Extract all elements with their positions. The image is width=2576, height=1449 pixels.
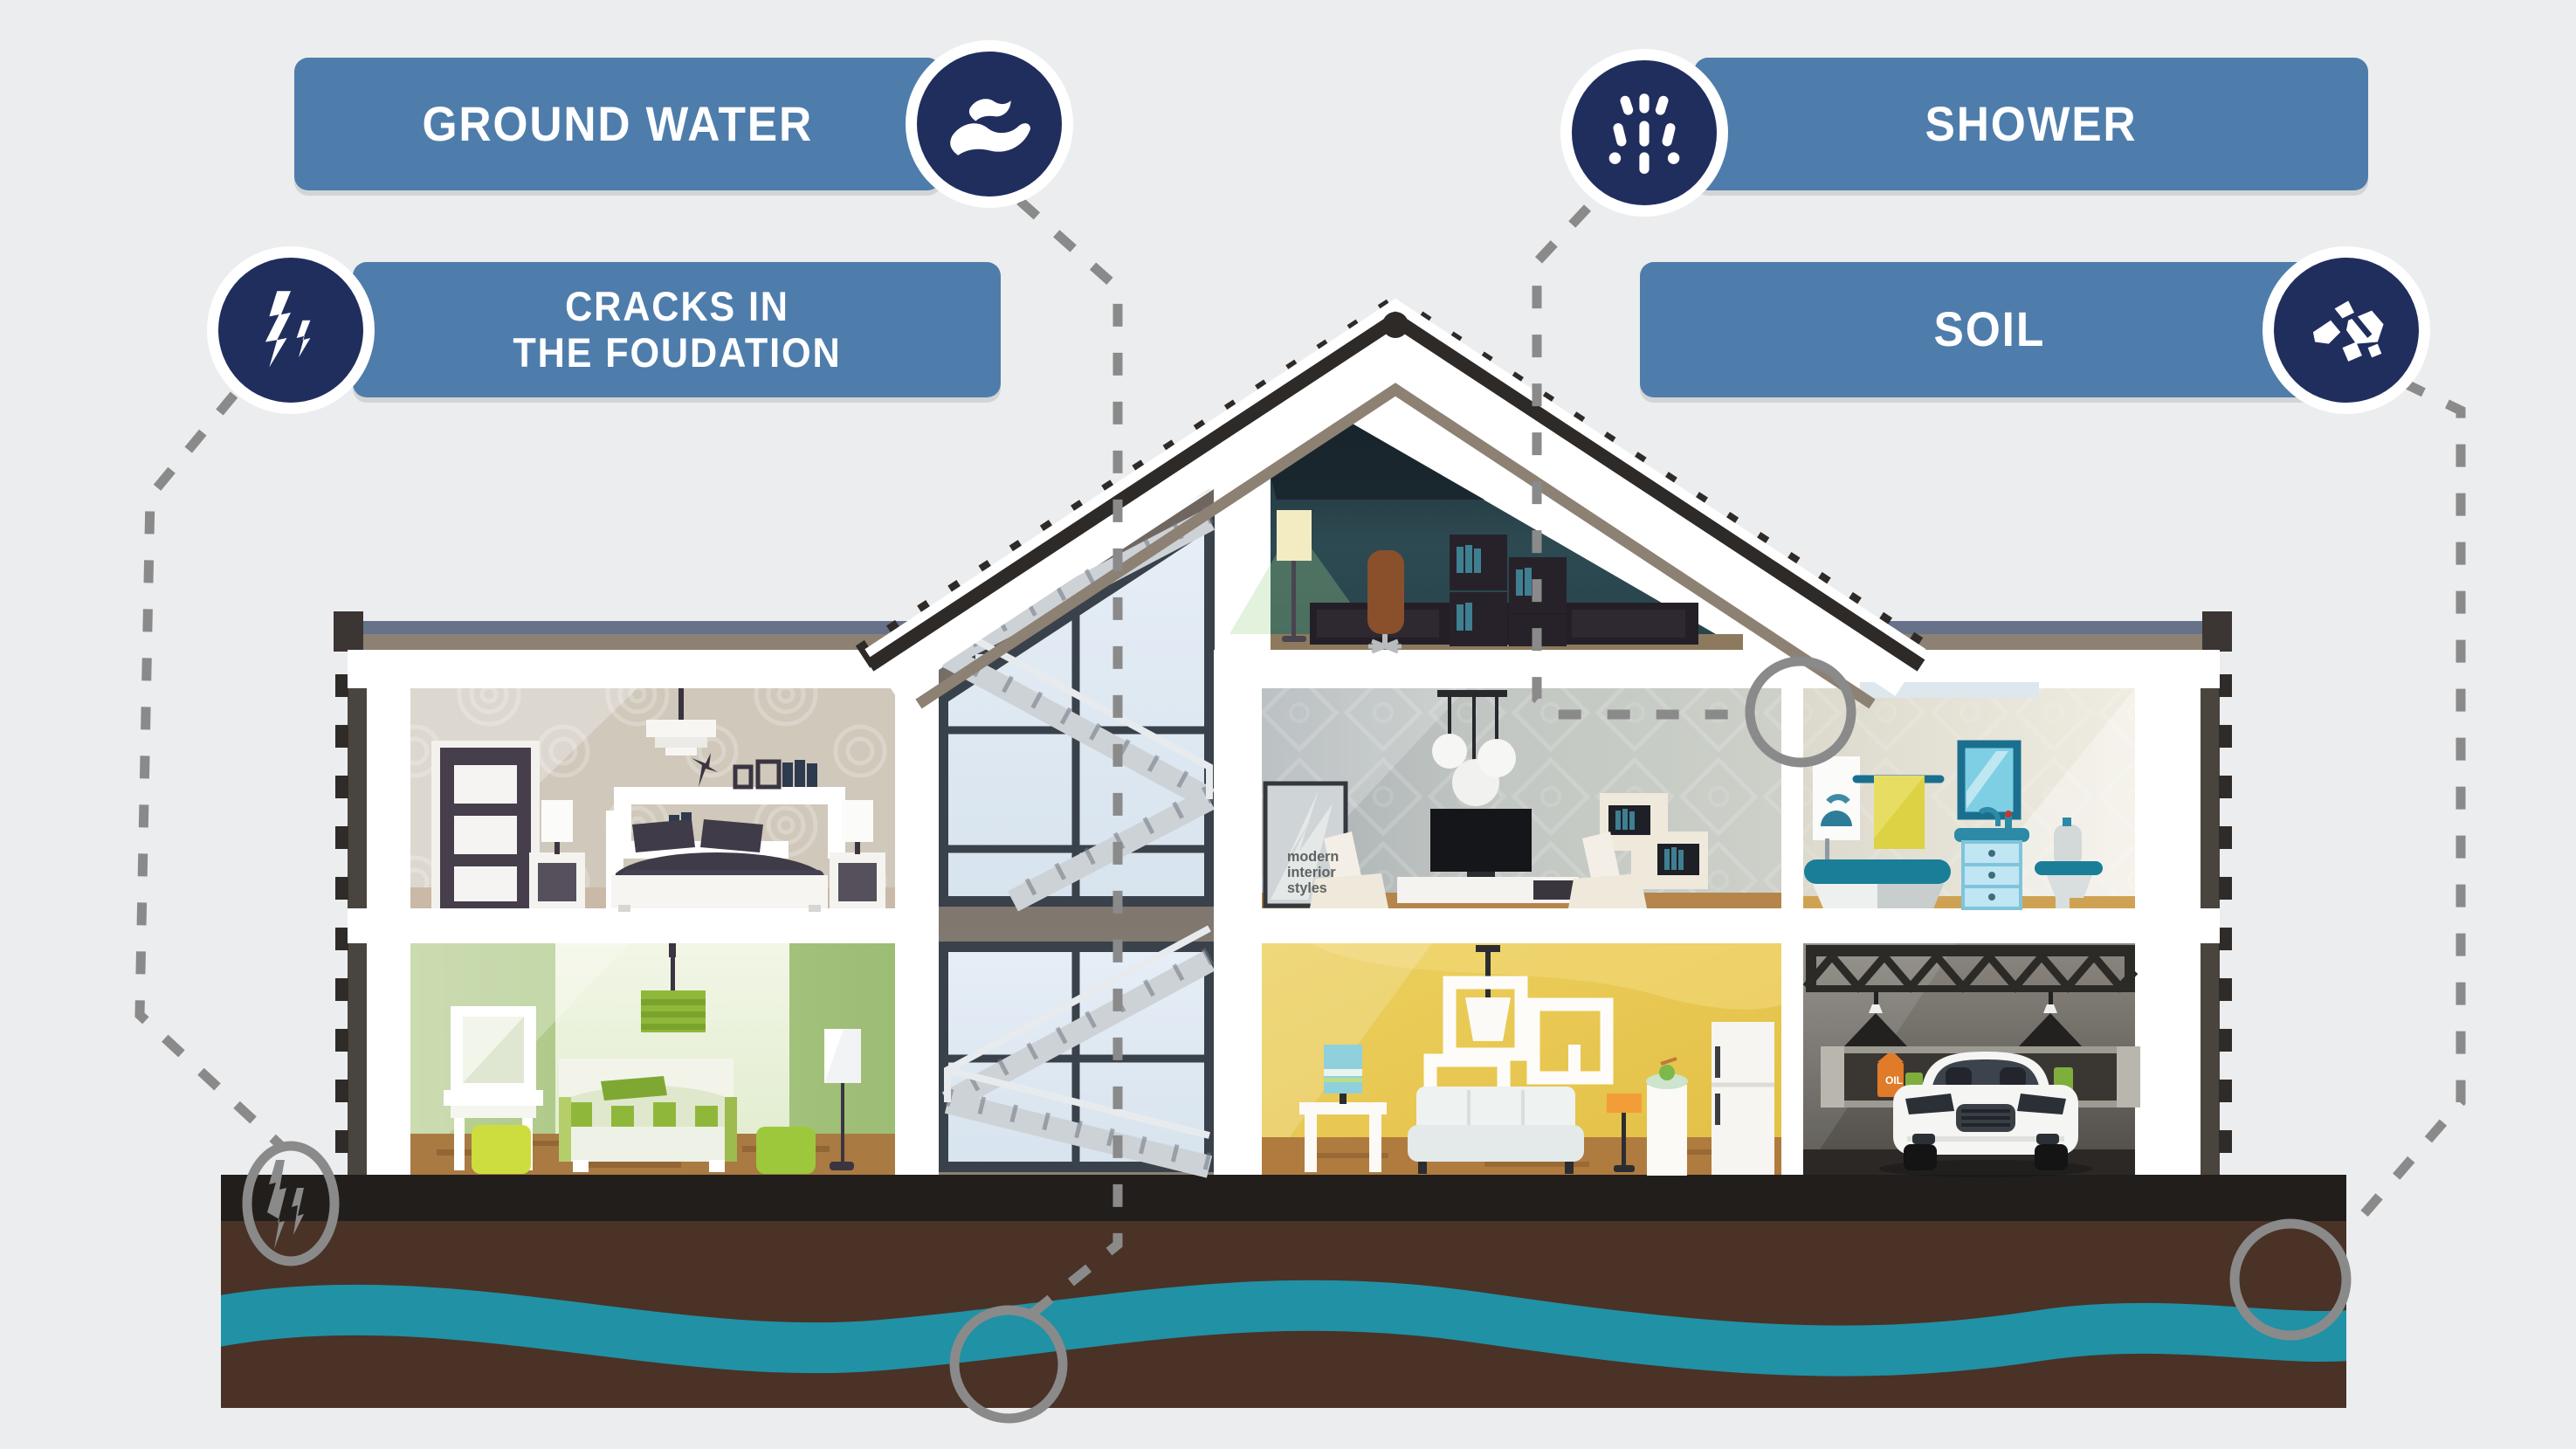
ground-water-stream <box>221 1280 2346 1377</box>
marker-ring-soil <box>2229 1218 2352 1341</box>
green-pendant-lamp <box>641 943 706 1032</box>
armchair-right <box>1568 831 1647 908</box>
attic-office-chair <box>1367 550 1404 654</box>
house <box>334 293 2232 1178</box>
oil-can-label: OIL <box>1885 1074 1903 1087</box>
label-cracks: CRACKS IN THE FOUDATION <box>512 282 842 376</box>
bedroom-nightstand-left <box>529 800 585 908</box>
marker-ring-ground-water <box>949 1305 1068 1424</box>
label-bar-soil: SOIL <box>1640 262 2338 397</box>
bathroom <box>1803 682 2135 910</box>
foundation-dark-band <box>221 1175 2346 1225</box>
soil-rocks-icon <box>2312 300 2384 362</box>
yellow-pendant-lamp <box>1465 945 1511 1041</box>
car <box>1879 1052 2092 1177</box>
roof-ridge-cap <box>1382 312 1409 338</box>
bathroom-sink-vanity <box>1954 806 2029 910</box>
label-bar-ground-water: GROUND WATER <box>294 58 941 190</box>
icon-badge-cracks <box>207 246 375 414</box>
gable-roof <box>855 293 1936 709</box>
roof-underside <box>915 383 1876 709</box>
armchair-left <box>1310 831 1388 908</box>
tv-unit <box>1397 809 1579 903</box>
label-ground-water: GROUND WATER <box>422 95 814 151</box>
stairwell <box>938 484 1216 1178</box>
ground-cross-section <box>221 1175 2346 1408</box>
bedroom <box>410 688 895 912</box>
garage <box>1802 943 2140 1177</box>
wall-column <box>1214 650 1262 1175</box>
garage-roof-truss <box>1802 945 2139 993</box>
bathroom-mirror <box>1957 740 2022 820</box>
mid-floor-slab <box>348 908 2220 943</box>
attic-floor-lamp <box>1277 510 1312 642</box>
icon-badge-shower <box>1560 49 1728 217</box>
attic-bookshelf <box>1450 535 1567 646</box>
staircase <box>941 484 1216 1178</box>
green-pouf-left <box>472 1125 531 1174</box>
crack-icon <box>265 291 311 368</box>
marker-ring-shower <box>1745 656 1856 768</box>
green-pouf-right <box>756 1127 816 1174</box>
bedroom-ceiling-lamp <box>646 688 716 756</box>
toilet <box>2035 818 2103 908</box>
wall-column <box>1781 688 1803 1175</box>
icon-badge-soil <box>2263 246 2430 414</box>
label-shower: SHOWER <box>1925 95 2138 151</box>
label-soil: SOIL <box>1933 301 2045 357</box>
bedroom-nightstand-right <box>830 800 885 908</box>
garage-lamps <box>1844 992 2082 1046</box>
poster-text: modern interior styles <box>1287 848 1340 897</box>
green-room-floor-lamp <box>824 1029 861 1170</box>
water-waves-icon <box>950 99 1031 155</box>
bathtub <box>1804 859 1951 908</box>
icon-badge-ground-water <box>906 40 1073 208</box>
yellow-sofa <box>1408 1087 1584 1174</box>
shower-fixture <box>1813 756 1860 863</box>
connector-ground-water <box>1016 197 1123 1325</box>
green-room-bed <box>559 1059 737 1172</box>
connector-cracks <box>134 391 285 1150</box>
living-pendant-lamp <box>1432 690 1516 806</box>
statue-decor <box>692 753 718 787</box>
label-bar-cracks: CRACKS IN THE FOUDATION <box>353 262 1001 397</box>
yellow-side-table <box>1299 1045 1387 1172</box>
living-room <box>1262 688 1781 908</box>
white-cabinet <box>1712 1022 1774 1175</box>
yellow-living-room <box>1262 943 1781 1176</box>
left-wing-roof <box>334 611 948 652</box>
right-wing-roof <box>1849 611 2232 652</box>
callout-connectors <box>134 197 2466 1424</box>
pedestal-with-bowl <box>1646 1057 1688 1176</box>
connector-shower <box>1532 204 1748 720</box>
orange-floor-lamp <box>1607 1094 1642 1172</box>
towel-rail <box>1852 775 1945 849</box>
shower-spray-icon <box>1608 93 1680 175</box>
wall-column <box>895 650 939 1175</box>
bathroom-skylight <box>1860 682 2039 698</box>
connector-soil <box>2343 378 2466 1237</box>
label-bar-shower: SHOWER <box>1694 58 2368 190</box>
foundation-crack-marks <box>267 1160 304 1249</box>
bedroom-bed <box>606 811 828 912</box>
marker-ring-cracks <box>242 1141 340 1266</box>
green-bedroom <box>410 943 895 1175</box>
bedroom-door <box>431 741 540 908</box>
